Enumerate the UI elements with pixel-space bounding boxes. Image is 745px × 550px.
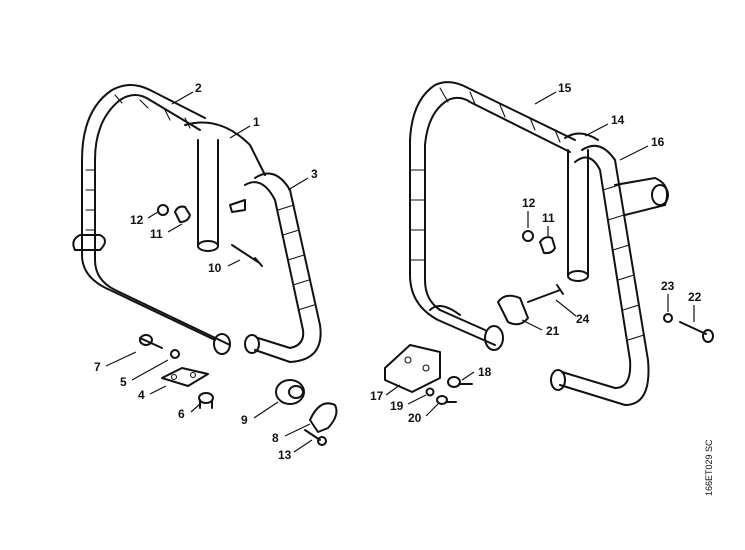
part-10-screw (231, 244, 263, 267)
callout-16: 16 (651, 135, 665, 149)
part-13-screw (304, 429, 327, 446)
callout-24: 24 (576, 312, 590, 326)
callout-21: 21 (546, 324, 560, 338)
callout-15: 15 (558, 81, 572, 95)
callout-19: 19 (390, 399, 404, 413)
part-3-side-handle (229, 172, 322, 363)
drawing-code: 166ET029 SC (704, 439, 714, 496)
callout-20: 20 (408, 411, 422, 425)
callout-3: 3 (311, 167, 318, 181)
part-1-tube (184, 121, 266, 252)
callout-9: 9 (241, 413, 248, 427)
callout-14: 14 (611, 113, 625, 127)
callout-labels: 1 2 3 12 11 10 7 5 4 6 9 8 13 15 14 16 1… (94, 81, 702, 462)
callout-5: 5 (120, 375, 127, 389)
callout-6: 6 (178, 407, 185, 421)
part-4-bracket (161, 367, 209, 387)
callout-8: 8 (272, 431, 279, 445)
part-23-washer (663, 313, 673, 323)
part-14-tube (564, 132, 599, 282)
part-9-buffer (275, 379, 305, 405)
part-12-nut (157, 204, 169, 216)
part-11-spacer (174, 205, 191, 223)
callout-4: 4 (138, 388, 145, 402)
callout-22: 22 (688, 290, 702, 304)
part-21-clamp (497, 294, 529, 326)
part-22-screw (679, 321, 714, 343)
part-20-screw (436, 395, 457, 405)
part-5-washer (170, 349, 180, 359)
callout-23: 23 (661, 279, 675, 293)
left-bumper-assembly (72, 84, 338, 446)
part-15-front-handle (409, 81, 576, 351)
part-7-screw (139, 334, 163, 349)
part-2-front-handle-tube (72, 84, 231, 355)
part-19-washer (425, 387, 435, 397)
callout-11-right: 11 (542, 211, 555, 225)
leader-lines (105, 91, 695, 453)
part-6-screw (198, 392, 214, 409)
callout-7: 7 (94, 360, 101, 374)
part-11-spacer-right (539, 236, 556, 255)
callout-12-right: 12 (522, 196, 536, 210)
callout-13: 13 (278, 448, 292, 462)
callout-1: 1 (253, 115, 260, 129)
callout-18: 18 (478, 365, 492, 379)
callout-2: 2 (195, 81, 202, 95)
callout-12: 12 (130, 213, 144, 227)
part-18-screw (447, 376, 473, 388)
part-12-nut-right (522, 230, 534, 242)
callout-17: 17 (370, 389, 384, 403)
right-bumper-assembly (384, 81, 714, 406)
callout-10: 10 (208, 261, 222, 275)
part-24-screw (527, 284, 564, 303)
part-17-bracket (384, 344, 441, 393)
part-16-side-handle (550, 144, 669, 406)
callout-11: 11 (150, 227, 163, 241)
part-8-clamp (309, 402, 338, 433)
